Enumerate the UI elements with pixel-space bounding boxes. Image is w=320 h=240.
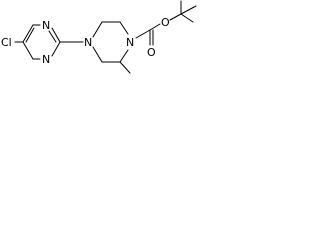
chlorine-label: Cl bbox=[1, 36, 12, 49]
bond-double bbox=[25, 27, 35, 43]
pyrimidine-n-top-label: N bbox=[42, 19, 50, 32]
structure-diagram: Cl N N N N O O bbox=[0, 0, 199, 74]
bond bbox=[119, 21, 129, 35]
bond-methyl bbox=[119, 61, 131, 74]
ester-o-label: O bbox=[161, 16, 170, 29]
bond bbox=[51, 41, 61, 57]
bond-c-o bbox=[149, 23, 161, 31]
pyrimidine-n-bottom-label: N bbox=[42, 53, 50, 66]
bond-double bbox=[48, 30, 57, 43]
bond bbox=[92, 21, 103, 38]
piperazine-ring bbox=[92, 21, 129, 63]
bond bbox=[51, 27, 61, 43]
bond-tbu-down bbox=[180, 13, 194, 23]
bond bbox=[92, 46, 103, 63]
carbonyl-o-label: O bbox=[147, 46, 156, 59]
bond-tbu-right bbox=[180, 5, 197, 15]
molecule-drawing: Cl N N N N O O bbox=[1, 0, 197, 74]
pyrimidine-ring bbox=[22, 24, 61, 60]
bond-n-c bbox=[135, 29, 151, 39]
bond bbox=[119, 49, 129, 63]
piperazine-n-right-label: N bbox=[126, 36, 134, 49]
bond-o-c bbox=[169, 13, 182, 21]
bond bbox=[22, 41, 34, 60]
piperazine-n-left-label: N bbox=[84, 36, 92, 49]
bond bbox=[22, 24, 34, 43]
